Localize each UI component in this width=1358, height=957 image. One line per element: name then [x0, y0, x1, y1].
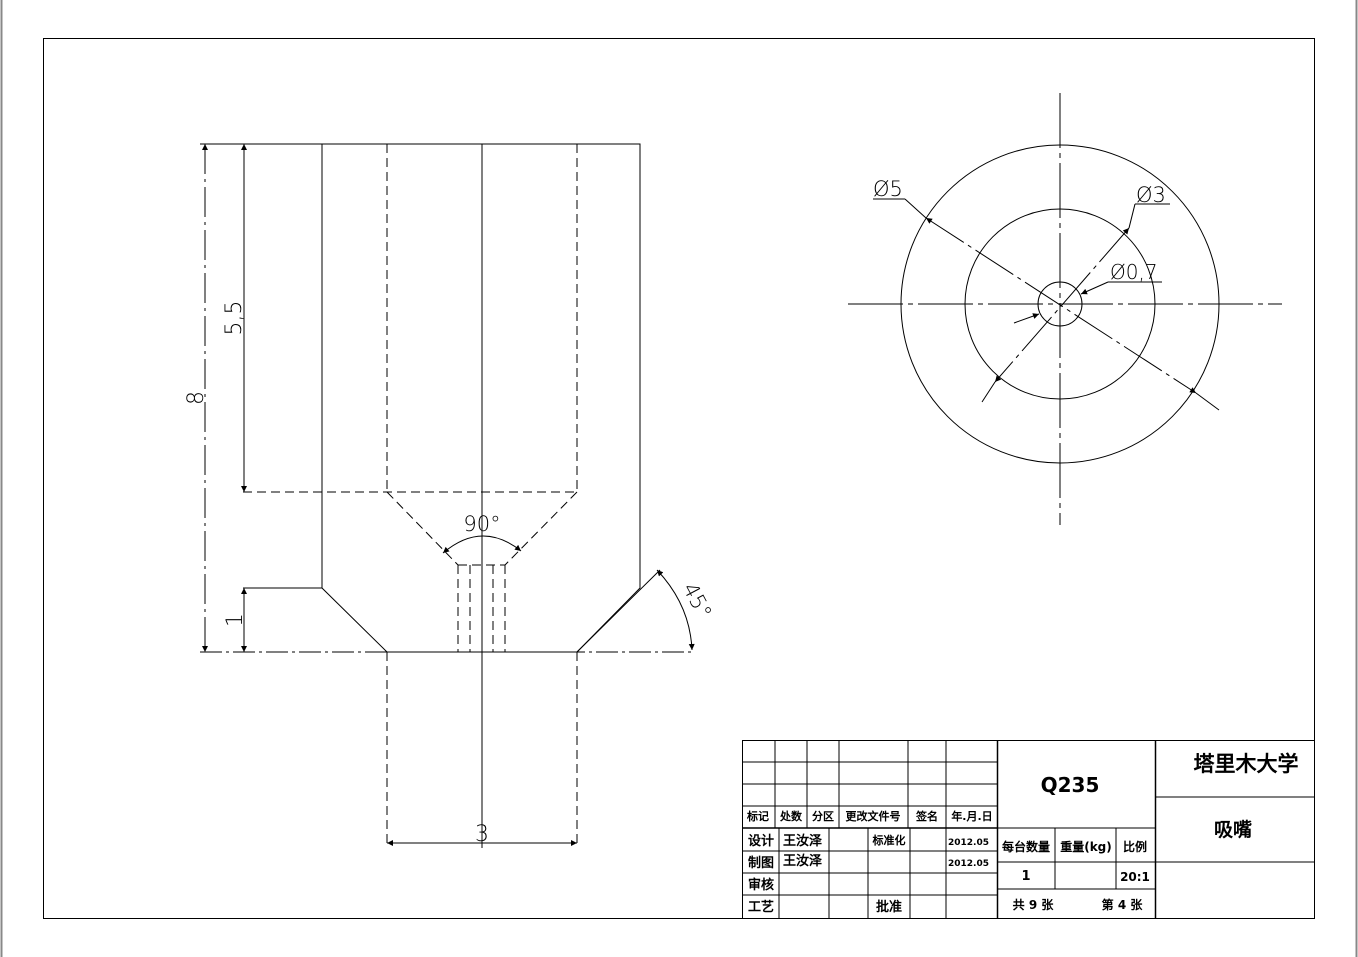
dim-text-total-height: 8	[184, 391, 209, 405]
label-design: 设计	[748, 833, 774, 849]
dim-line-middle-diameter	[994, 227, 1130, 383]
label-process: 工艺	[748, 899, 774, 915]
rev-header-count: 处数	[779, 809, 803, 823]
part-name: 吸嘴	[1214, 819, 1252, 841]
dim-arc-chamfer-angle	[656, 569, 695, 651]
designer-name: 王汝泽	[783, 833, 823, 849]
dim-text-bore-depth: 5,5	[222, 301, 247, 336]
rev-header-sign: 签名	[915, 809, 938, 823]
dim-text-chamfer-height: 1	[223, 613, 248, 627]
dim-text-hole-diameter: Ø0,7	[1110, 260, 1158, 284]
body-outline	[321, 143, 641, 653]
dim-arc-cone-angle	[442, 535, 522, 554]
dim-line-hole-diameter	[1080, 281, 1109, 295]
school-name: 塔里木大学	[1194, 752, 1299, 776]
qty-label: 每台数量	[1002, 839, 1050, 854]
drafter-name: 王汝泽	[783, 853, 823, 869]
scale-value: 20:1	[1120, 870, 1150, 884]
total-sheets: 共 9 张	[1013, 897, 1055, 912]
rev-header-mark: 标记	[746, 809, 769, 823]
hidden-bore	[243, 144, 578, 843]
design-date: 2012.05	[948, 838, 989, 848]
qty-value: 1	[1021, 869, 1030, 884]
title-block-frame	[742, 740, 1315, 919]
dim-text-chamfer-angle: 45°	[678, 579, 717, 623]
label-draw: 制图	[748, 855, 774, 871]
drawing-frame	[43, 38, 1315, 919]
side-view	[848, 93, 1282, 525]
dim-text-cone-angle: 90°	[463, 512, 500, 536]
rev-header-doc: 更改文件号	[846, 809, 901, 823]
dim-text-outer-diameter: Ø5	[873, 177, 903, 201]
draw-date: 2012.05	[948, 859, 989, 869]
front-view	[200, 143, 695, 848]
label-approve: 批准	[876, 899, 902, 915]
weight-label: 重量(kg)	[1060, 839, 1112, 854]
label-review: 审核	[748, 877, 774, 893]
rev-header-zone: 分区	[812, 809, 834, 823]
rev-header-date: 年.月.日	[951, 809, 992, 823]
label-standard: 标准化	[872, 833, 906, 847]
dim-text-middle-diameter: Ø3	[1136, 183, 1166, 207]
title-block	[742, 740, 1315, 919]
dim-text-bottom-width: 3	[475, 822, 489, 847]
scale-label: 比例	[1123, 839, 1147, 854]
sheet-number: 第 4 张	[1102, 897, 1144, 912]
material: Q235	[1041, 773, 1100, 797]
